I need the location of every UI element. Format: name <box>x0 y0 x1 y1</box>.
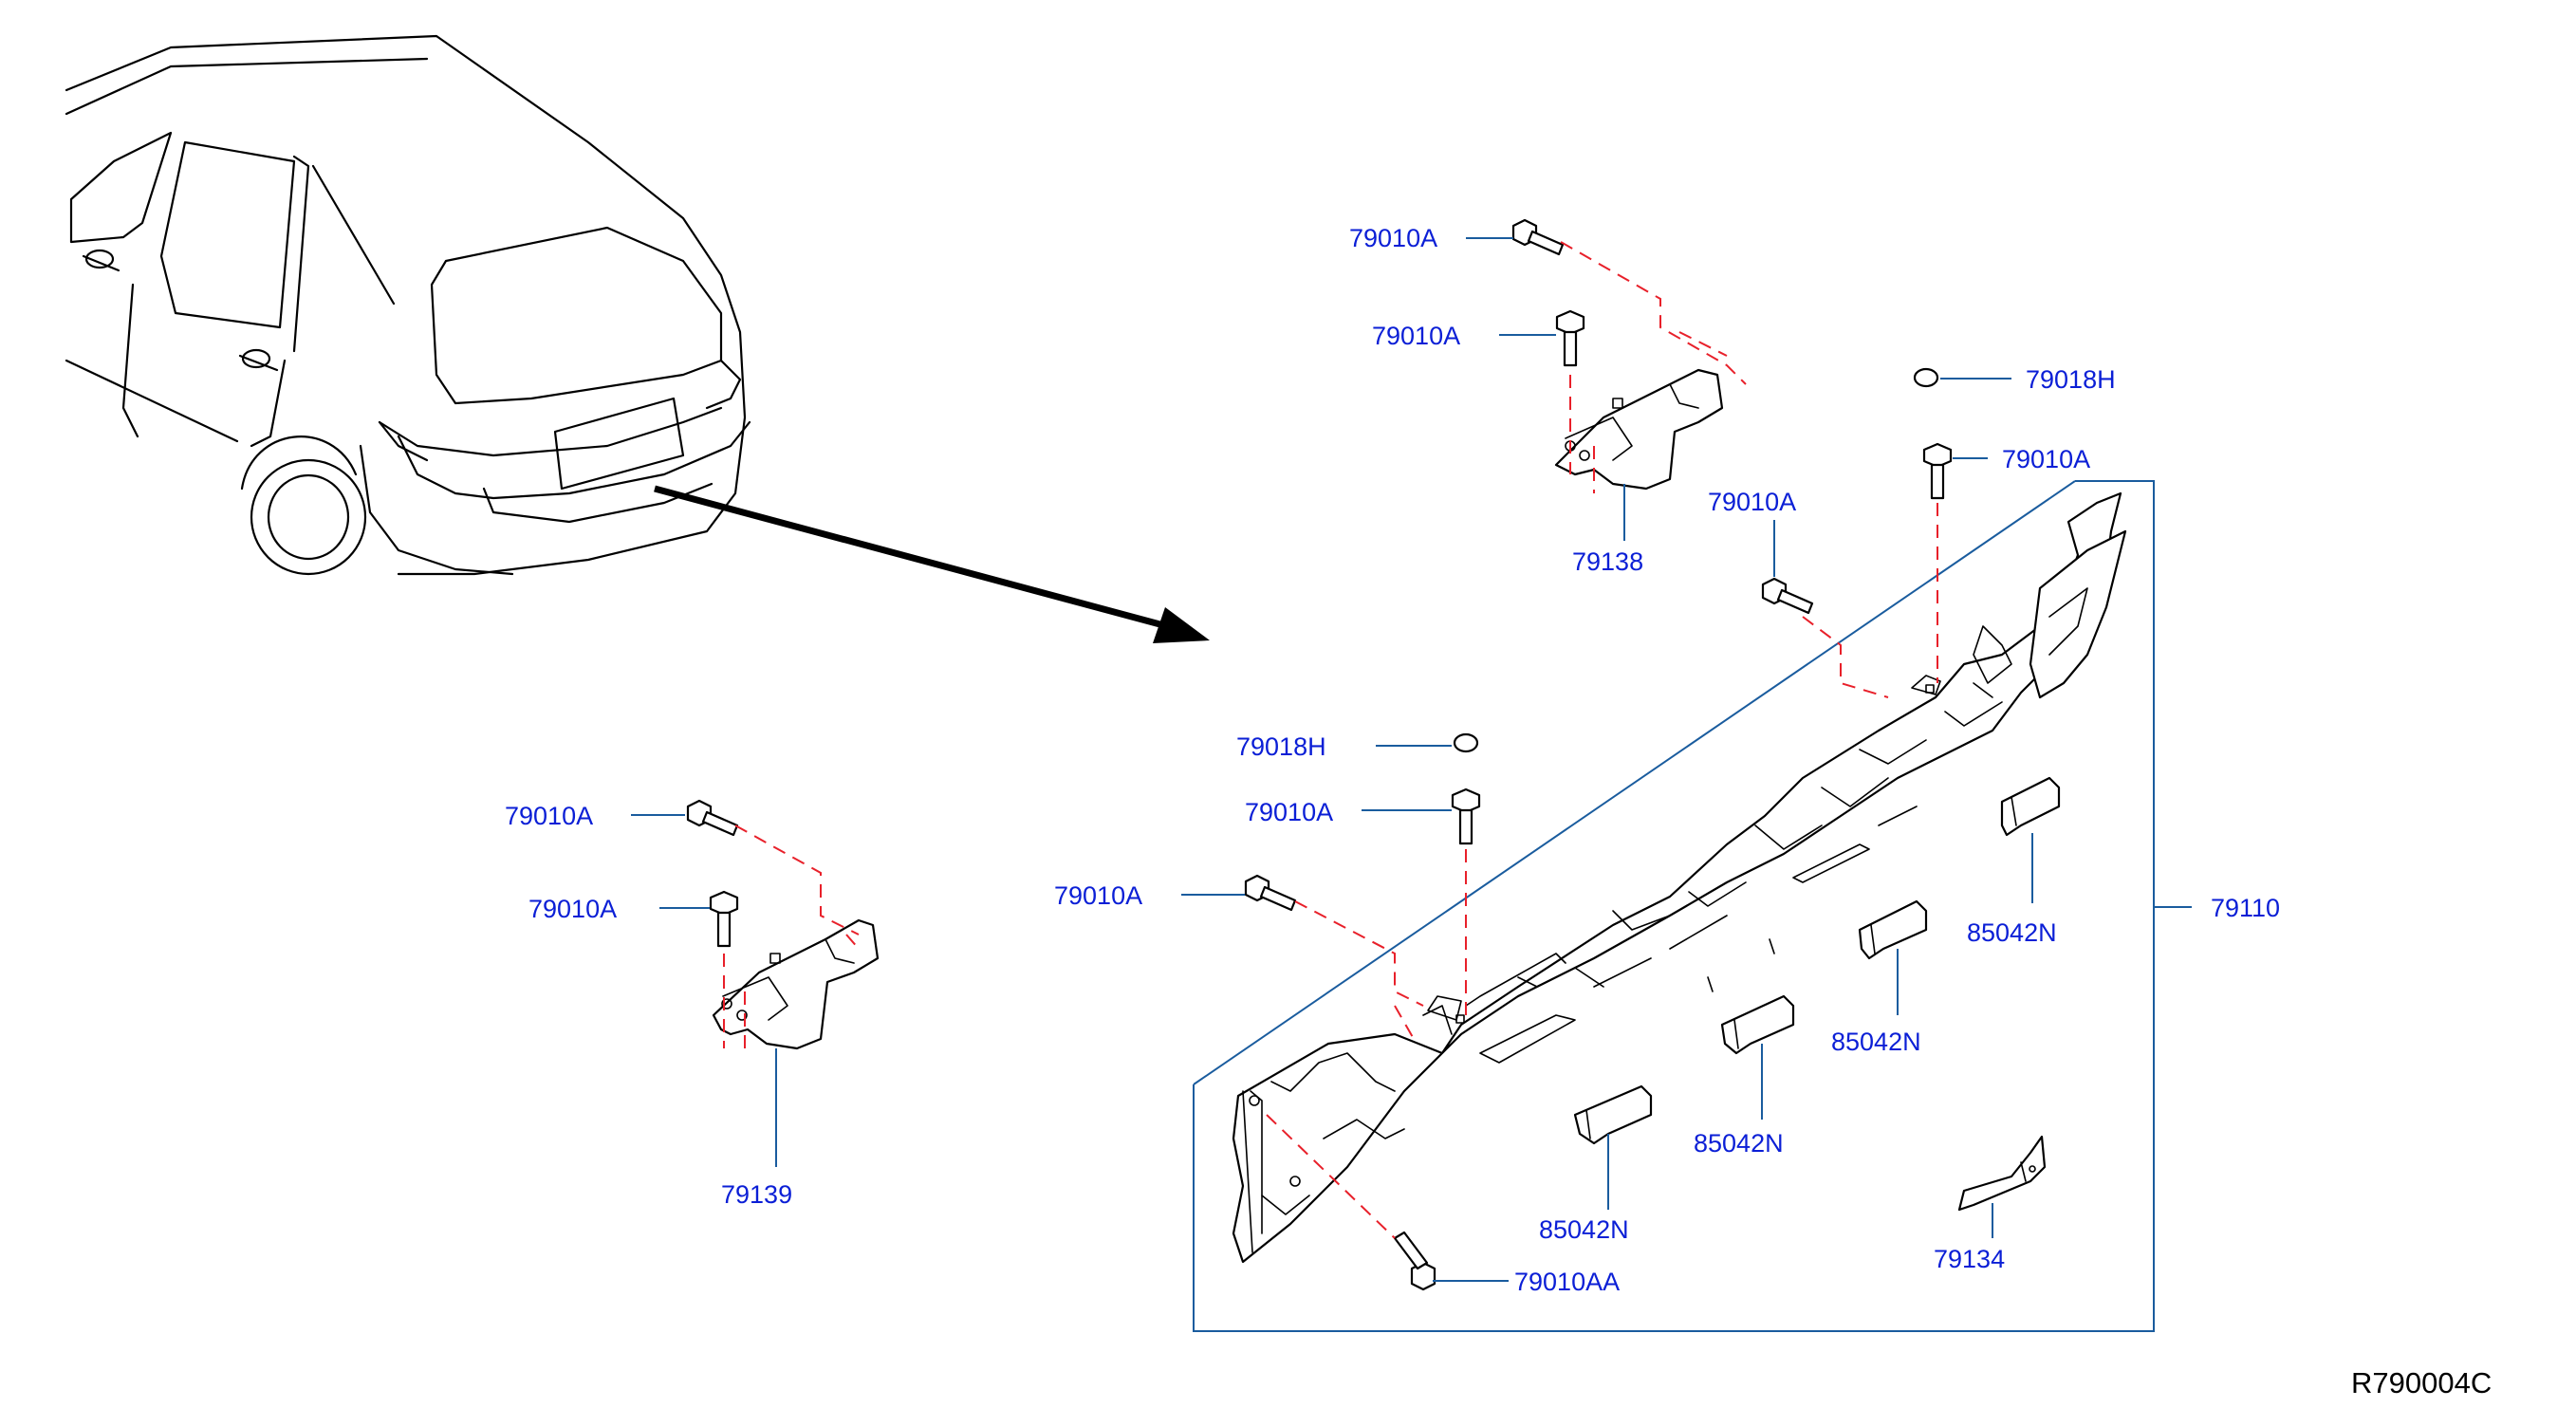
bumper-reinforcement-beam <box>1232 491 2127 1264</box>
callout-79134: 79134 <box>1934 1245 2005 1273</box>
vehicle-rear-illustration <box>65 34 1210 643</box>
callout-85042n-4: 85042N <box>1539 1215 1629 1244</box>
bolt-icon <box>1511 218 1565 256</box>
assembly-guides <box>723 241 1938 1239</box>
leader-lines <box>631 237 2192 1282</box>
callout-79138: 79138 <box>1572 547 1643 576</box>
callout-79018h-left: 79018H <box>1236 732 1326 761</box>
callout-79010a-lower: 79010A <box>1054 881 1142 910</box>
callout-79110: 79110 <box>2211 894 2280 922</box>
bracket-79134 <box>1957 1135 2047 1212</box>
bolt-icon <box>1451 787 1481 845</box>
callout-79010a-center: 79010A <box>1708 488 1796 516</box>
clip-85042n-2 <box>1858 899 1928 960</box>
assembly-frame <box>1193 480 2155 1332</box>
bolt-icon <box>1244 874 1297 912</box>
callout-85042n-1: 85042N <box>1967 918 2057 947</box>
plug-icon <box>1453 732 1479 753</box>
callout-79010a-left-top: 79010A <box>505 802 593 830</box>
callout-79139: 79139 <box>721 1180 792 1209</box>
clip-85042n-1 <box>2000 776 2061 837</box>
callout-79010a-bracket: 79010A <box>1372 322 1460 350</box>
bolt-icon <box>1922 442 1953 500</box>
bolt-icon <box>1393 1231 1436 1291</box>
clip-85042n-4 <box>1573 1084 1653 1145</box>
callout-79010a-right: 79010A <box>2002 445 2090 473</box>
bracket-79139 <box>712 918 880 1050</box>
bracket-79138 <box>1554 368 1724 491</box>
bolt-icon <box>1555 309 1585 367</box>
assembly-frame-diagonal <box>1193 480 2076 1085</box>
callout-85042n-3: 85042N <box>1694 1129 1784 1158</box>
bolt-icon <box>709 890 739 948</box>
callout-79010a-mid: 79010A <box>1245 798 1333 826</box>
callout-79018h-right: 79018H <box>2026 365 2116 394</box>
callout-85042n-2: 85042N <box>1831 1028 1921 1056</box>
diagram-reference-code: R790004C <box>2351 1366 2492 1399</box>
callout-79010a-left-bracket: 79010A <box>528 895 617 923</box>
clip-85042n-3 <box>1720 994 1795 1055</box>
plug-icon <box>1913 367 1939 388</box>
callout-79010a-top: 79010A <box>1349 224 1437 252</box>
callout-79010aa: 79010AA <box>1514 1268 1620 1296</box>
bolt-icon <box>686 799 739 837</box>
bolt-icon <box>1761 577 1814 615</box>
